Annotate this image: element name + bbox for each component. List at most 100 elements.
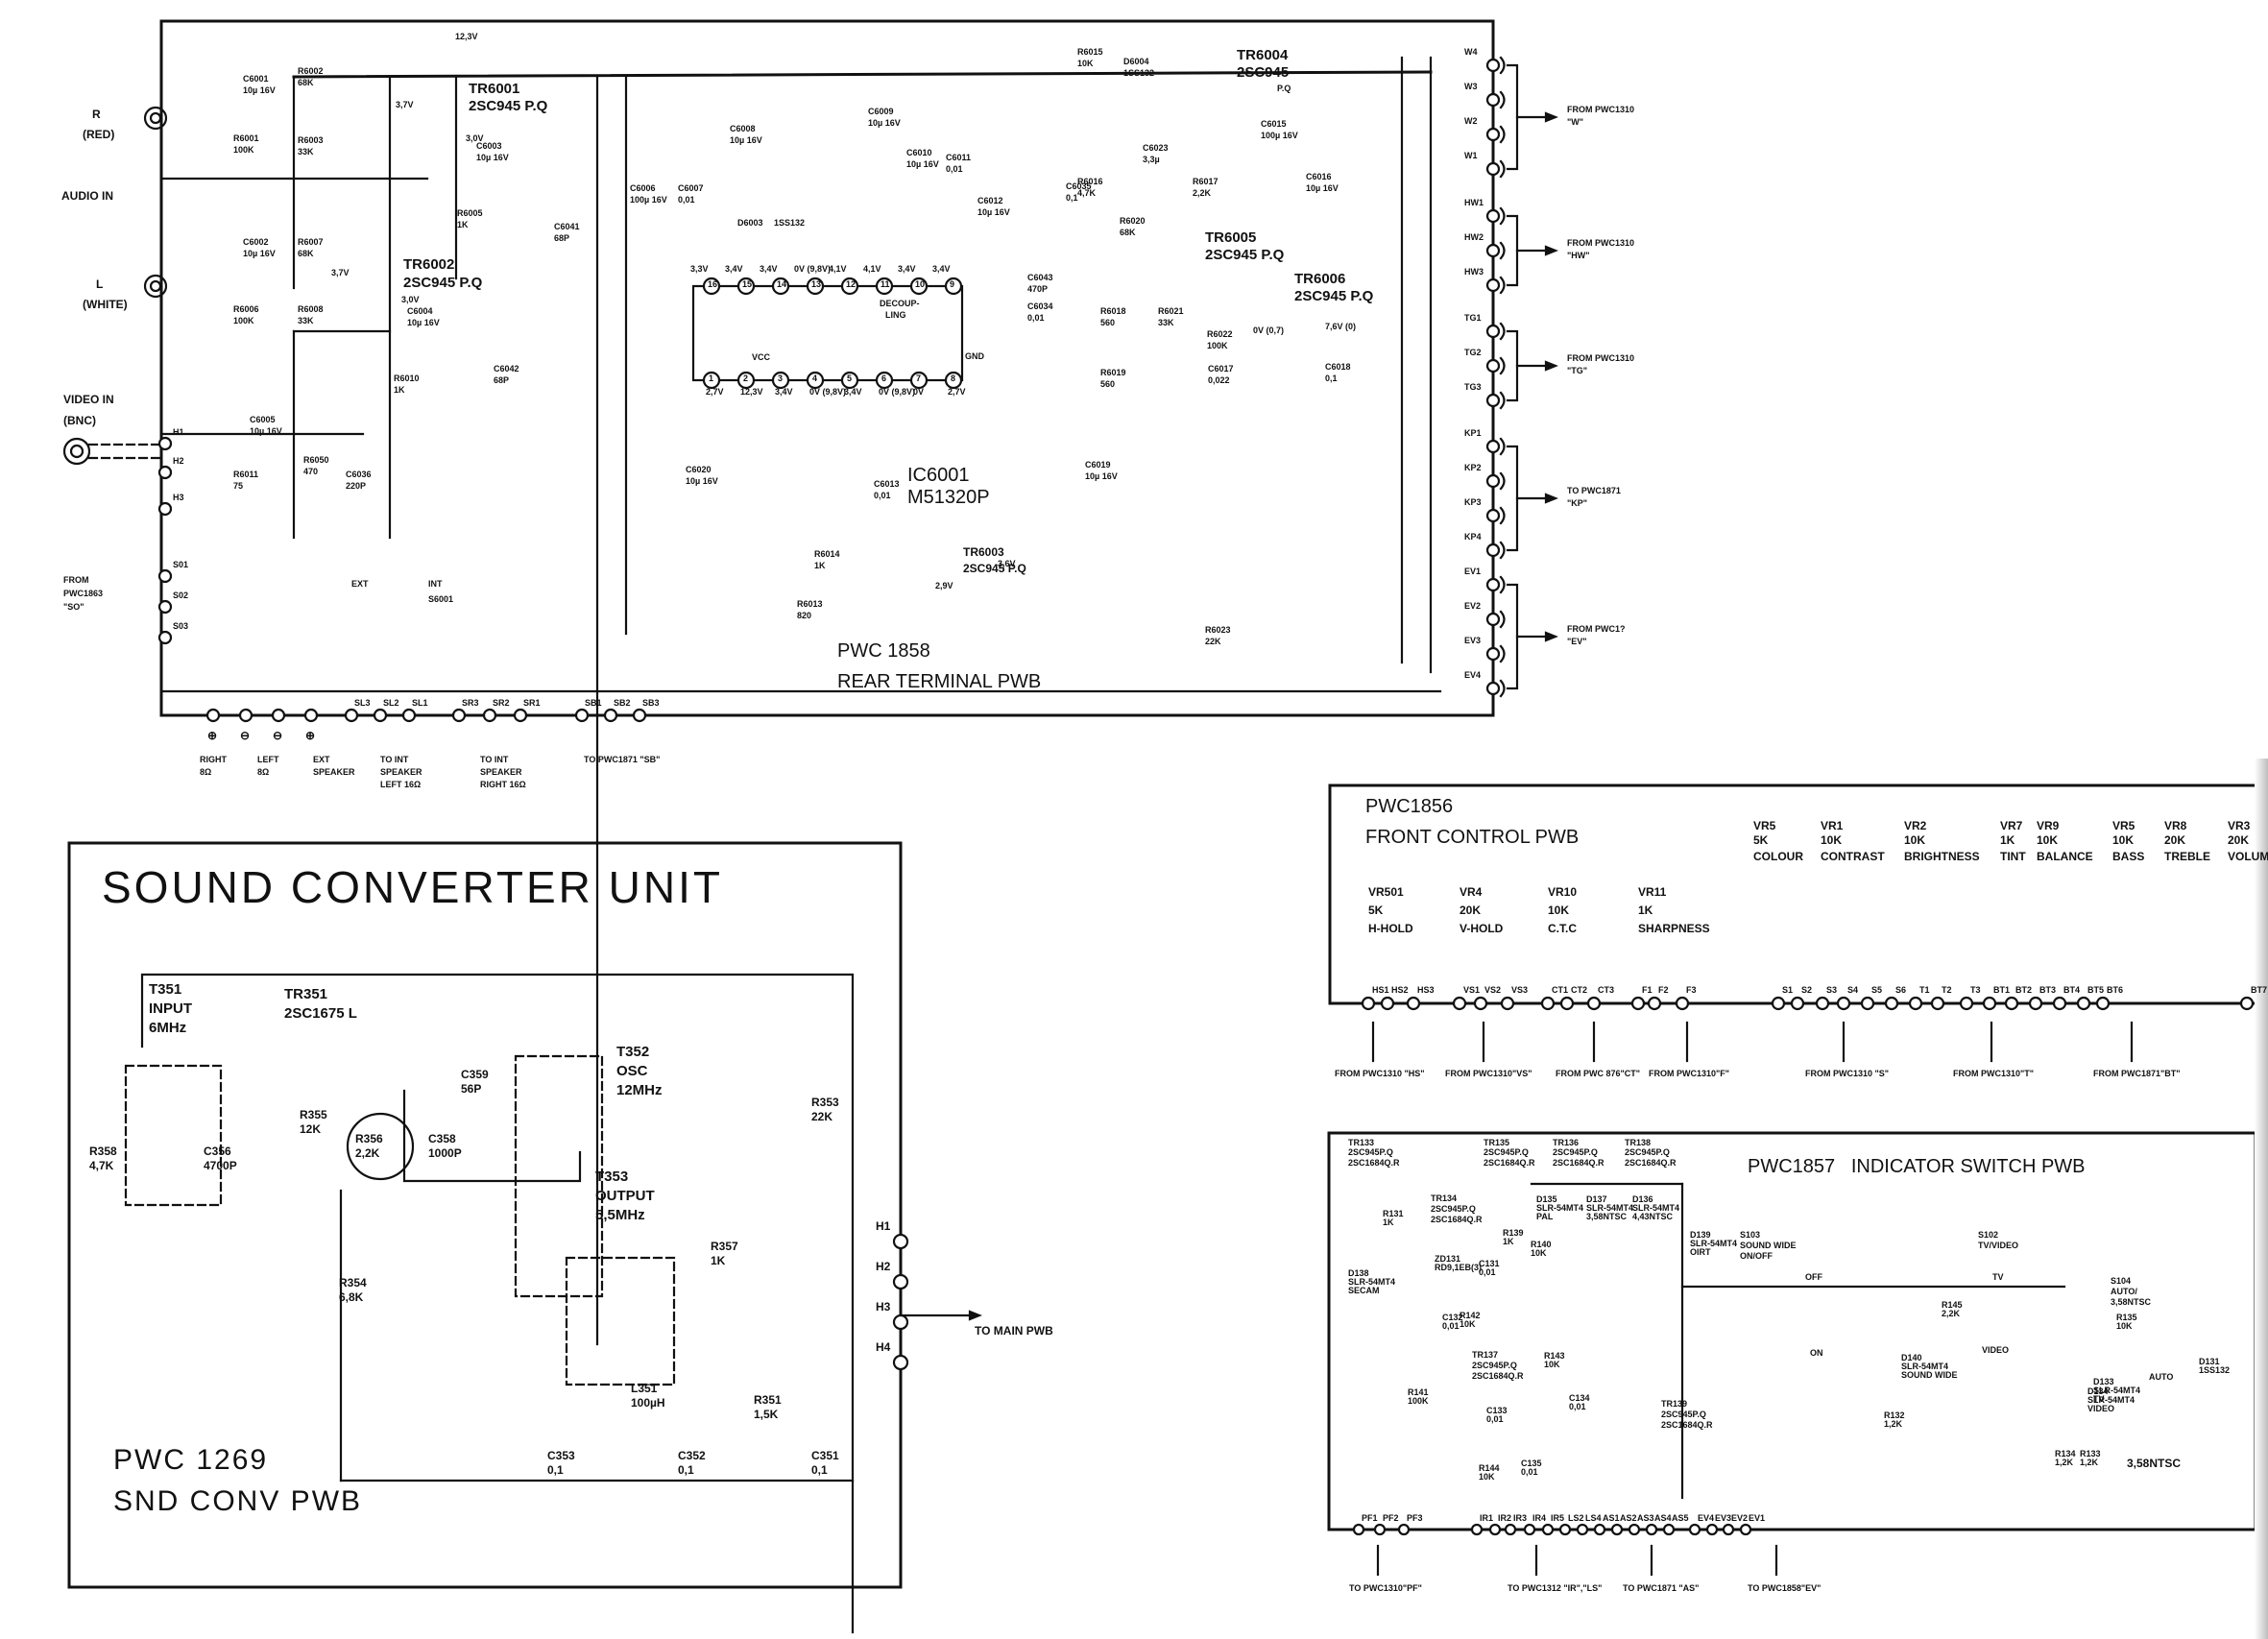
connector-pin-ir2 — [1488, 1523, 1502, 1536]
capacitor-value: 10µ 16V — [407, 318, 440, 327]
resistor-value: 470 — [303, 467, 319, 476]
component-value: 0,01 — [1479, 1267, 1496, 1277]
control-ref: VR4 — [1460, 885, 1483, 899]
control-ref: VR1 — [1821, 819, 1844, 832]
connector-pin-sr3 — [451, 708, 467, 723]
ic-pin-voltage: 3,4V — [775, 387, 793, 397]
control-name: CONTRAST — [1821, 850, 1885, 863]
led-name: VIDEO — [2087, 1404, 2115, 1413]
pin-label-kp3: KP3 — [1464, 497, 1482, 507]
resistor-r6020: R6020 — [1120, 216, 1146, 226]
resistor-r6050: R6050 — [303, 455, 329, 465]
pin-label-sr2: SR2 — [493, 698, 510, 708]
pin-label-w2: W2 — [1464, 116, 1478, 126]
destination-label: 8Ω — [257, 767, 270, 777]
pin-label-s6: S6 — [1895, 985, 1907, 995]
pin-label-ev2: EV2 — [1731, 1513, 1749, 1523]
component-value: 0,1 — [811, 1463, 828, 1477]
pin-label-f1: F1 — [1642, 985, 1653, 995]
connector-pin-w2 — [1485, 127, 1501, 142]
connector-pin-sb1 — [574, 708, 590, 723]
pin-label-t1: T1 — [1919, 985, 1930, 995]
tr6005-ref: TR6005 — [1205, 229, 1257, 246]
component-l351: L351 — [631, 1382, 658, 1395]
tr6004-suffix: P.Q — [1277, 84, 1291, 93]
resistor-r6018: R6018 — [1100, 306, 1126, 316]
capacitor-value: 100µ 16V — [1261, 131, 1298, 140]
component-value: 1,2K — [1884, 1419, 1903, 1429]
connector-pin-f1 — [1630, 996, 1646, 1011]
connector-pin-s1 — [1771, 996, 1786, 1011]
speaker-polarity-icon: ⊖ — [240, 729, 251, 742]
ic-pin-8 — [944, 371, 963, 390]
component-r145: R145 — [1942, 1300, 1963, 1310]
capacitor-value: 68P — [494, 375, 510, 385]
connector-socket — [1499, 125, 1506, 144]
ic-pin-13 — [806, 277, 825, 296]
resistor-value: 75 — [233, 481, 244, 491]
connector-socket — [1499, 206, 1506, 226]
t352-shield — [514, 1054, 604, 1298]
destination-label: FROM PWC1871"BT" — [2093, 1069, 2181, 1078]
pin-label-as3: AS3 — [1637, 1513, 1654, 1523]
connector-pin-as4 — [1645, 1523, 1658, 1536]
led-ref: D135 — [1536, 1194, 1557, 1204]
arrow-head-icon — [1544, 245, 1558, 256]
pin-label-h2: H2 — [173, 456, 184, 466]
destination-label: TO PWC1312 "IR","LS" — [1508, 1583, 1603, 1593]
sound-conv-title-2: SND CONV PWB — [113, 1485, 363, 1517]
pin-label-h4: H4 — [876, 1340, 891, 1354]
capacitor-c6003: C6003 — [476, 141, 502, 151]
control-value: 10K — [1904, 833, 1926, 847]
ic-pin-voltage: 4,1V — [829, 264, 847, 274]
pin-label-pf3: PF3 — [1407, 1513, 1423, 1523]
connector-pin-pf2 — [1373, 1523, 1387, 1536]
pin-label-s2: S2 — [1801, 985, 1813, 995]
speaker-polarity-icon: ⊕ — [207, 729, 218, 742]
component-c353: C353 — [547, 1449, 575, 1462]
pin-label-w1: W1 — [1464, 151, 1478, 160]
ic-pin-1 — [702, 371, 721, 390]
connector-pin-bt2 — [2004, 996, 2019, 1011]
control-value: 20K — [2228, 833, 2250, 847]
capacitor-value: 10µ 16V — [977, 207, 1010, 217]
wire — [140, 973, 855, 1634]
ic-pin-number: 8 — [951, 374, 956, 383]
connector-pin-t1 — [1908, 996, 1923, 1011]
component-r357: R357 — [711, 1240, 738, 1253]
pin-label-sr3: SR3 — [462, 698, 479, 708]
to-main-pwb-label: TO MAIN PWB — [975, 1324, 1053, 1338]
connector-pin-ir3 — [1504, 1523, 1517, 1536]
from-so-line1: FROM — [63, 575, 89, 585]
resistor-r6005: R6005 — [457, 208, 483, 218]
pin-label-vs1: VS1 — [1463, 985, 1481, 995]
from-so-line3: "SO" — [63, 602, 84, 612]
ic-decoupling-label-1: DECOUP- — [880, 299, 920, 308]
connector-pin-s01 — [157, 568, 173, 584]
ic6001-body — [691, 284, 964, 382]
resistor-value: 1K — [394, 385, 405, 395]
component-value: 10K — [1544, 1360, 1560, 1369]
connector-pin-as5 — [1662, 1523, 1676, 1536]
connector-pin-ev3 — [1705, 1523, 1719, 1536]
control-ref: VR2 — [1904, 819, 1927, 832]
pin-label-tg3: TG3 — [1464, 382, 1482, 392]
ic-pin-voltage: 12,3V — [740, 387, 763, 397]
component-r355: R355 — [300, 1108, 327, 1121]
connector-pin-h3 — [892, 1314, 909, 1331]
connector-pin-w4 — [1485, 58, 1501, 73]
led-type: SLR-54MT4 — [1586, 1203, 1634, 1213]
ic-pin-number: 3 — [778, 374, 784, 383]
capacitor-value: 10µ 16V — [868, 118, 901, 128]
destination-label: FROM PWC 876"CT" — [1556, 1069, 1641, 1078]
component-value: 4,7K — [89, 1159, 114, 1172]
ic-pin-4 — [806, 371, 825, 390]
destination-label: 8Ω — [200, 767, 212, 777]
switch-position: OFF — [1805, 1272, 1822, 1282]
resistor-value: 10K — [1077, 59, 1094, 68]
capacitor-c6034: C6034 — [1027, 301, 1053, 311]
pin-label-sl2: SL2 — [383, 698, 399, 708]
resistor-r6019: R6019 — [1100, 368, 1126, 377]
ic-pin-number: 10 — [915, 279, 926, 289]
